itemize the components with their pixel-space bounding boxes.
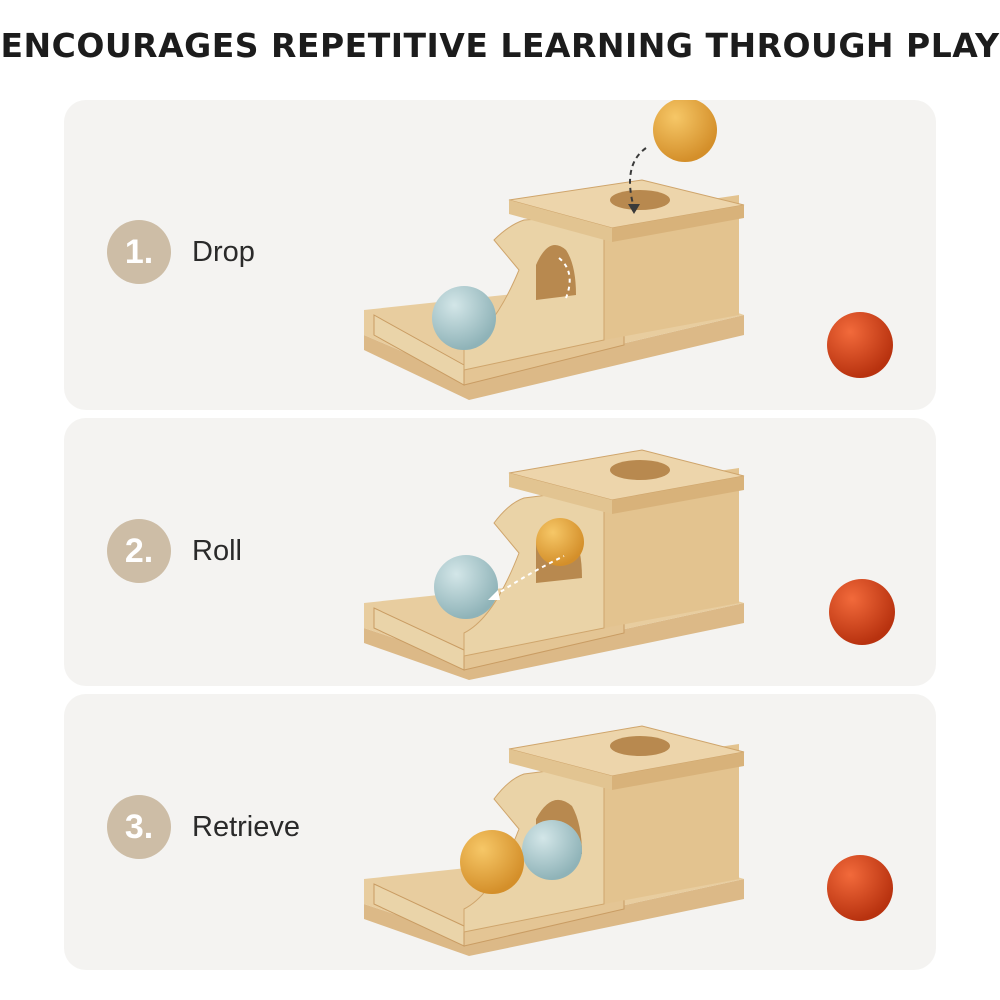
step-label: Roll (192, 535, 242, 567)
object-permanence-box-scene (344, 100, 904, 410)
drop-arrow-icon (629, 147, 647, 209)
object-permanence-box-scene (344, 418, 904, 686)
step-panel-roll: 2. Roll (64, 418, 936, 686)
wooden-box-illustration (364, 100, 893, 400)
roll-arrow-icon (493, 555, 565, 597)
yellow-ball (460, 830, 524, 894)
red-ball (829, 579, 895, 645)
step-panel-retrieve: 3. Retrieve (64, 694, 936, 970)
wooden-box-illustration (364, 725, 893, 956)
yellow-ball (536, 518, 584, 566)
blue-ball (522, 820, 582, 880)
blue-ball (434, 555, 498, 619)
step-number-badge: 2. (107, 519, 171, 583)
headline: ENCOURAGES REPETITIVE LEARNING THROUGH P… (0, 26, 1000, 65)
step-label: Drop (192, 236, 255, 268)
yellow-ball (653, 100, 717, 162)
wooden-box-illustration (364, 449, 895, 680)
step-number-badge: 3. (107, 795, 171, 859)
red-ball (827, 855, 893, 921)
step-label: Retrieve (192, 811, 300, 843)
red-ball (827, 312, 893, 378)
step-number-badge: 1. (107, 220, 171, 284)
blue-ball (432, 286, 496, 350)
object-permanence-box-scene (344, 694, 904, 970)
step-panel-drop: 1. Drop (64, 100, 936, 410)
